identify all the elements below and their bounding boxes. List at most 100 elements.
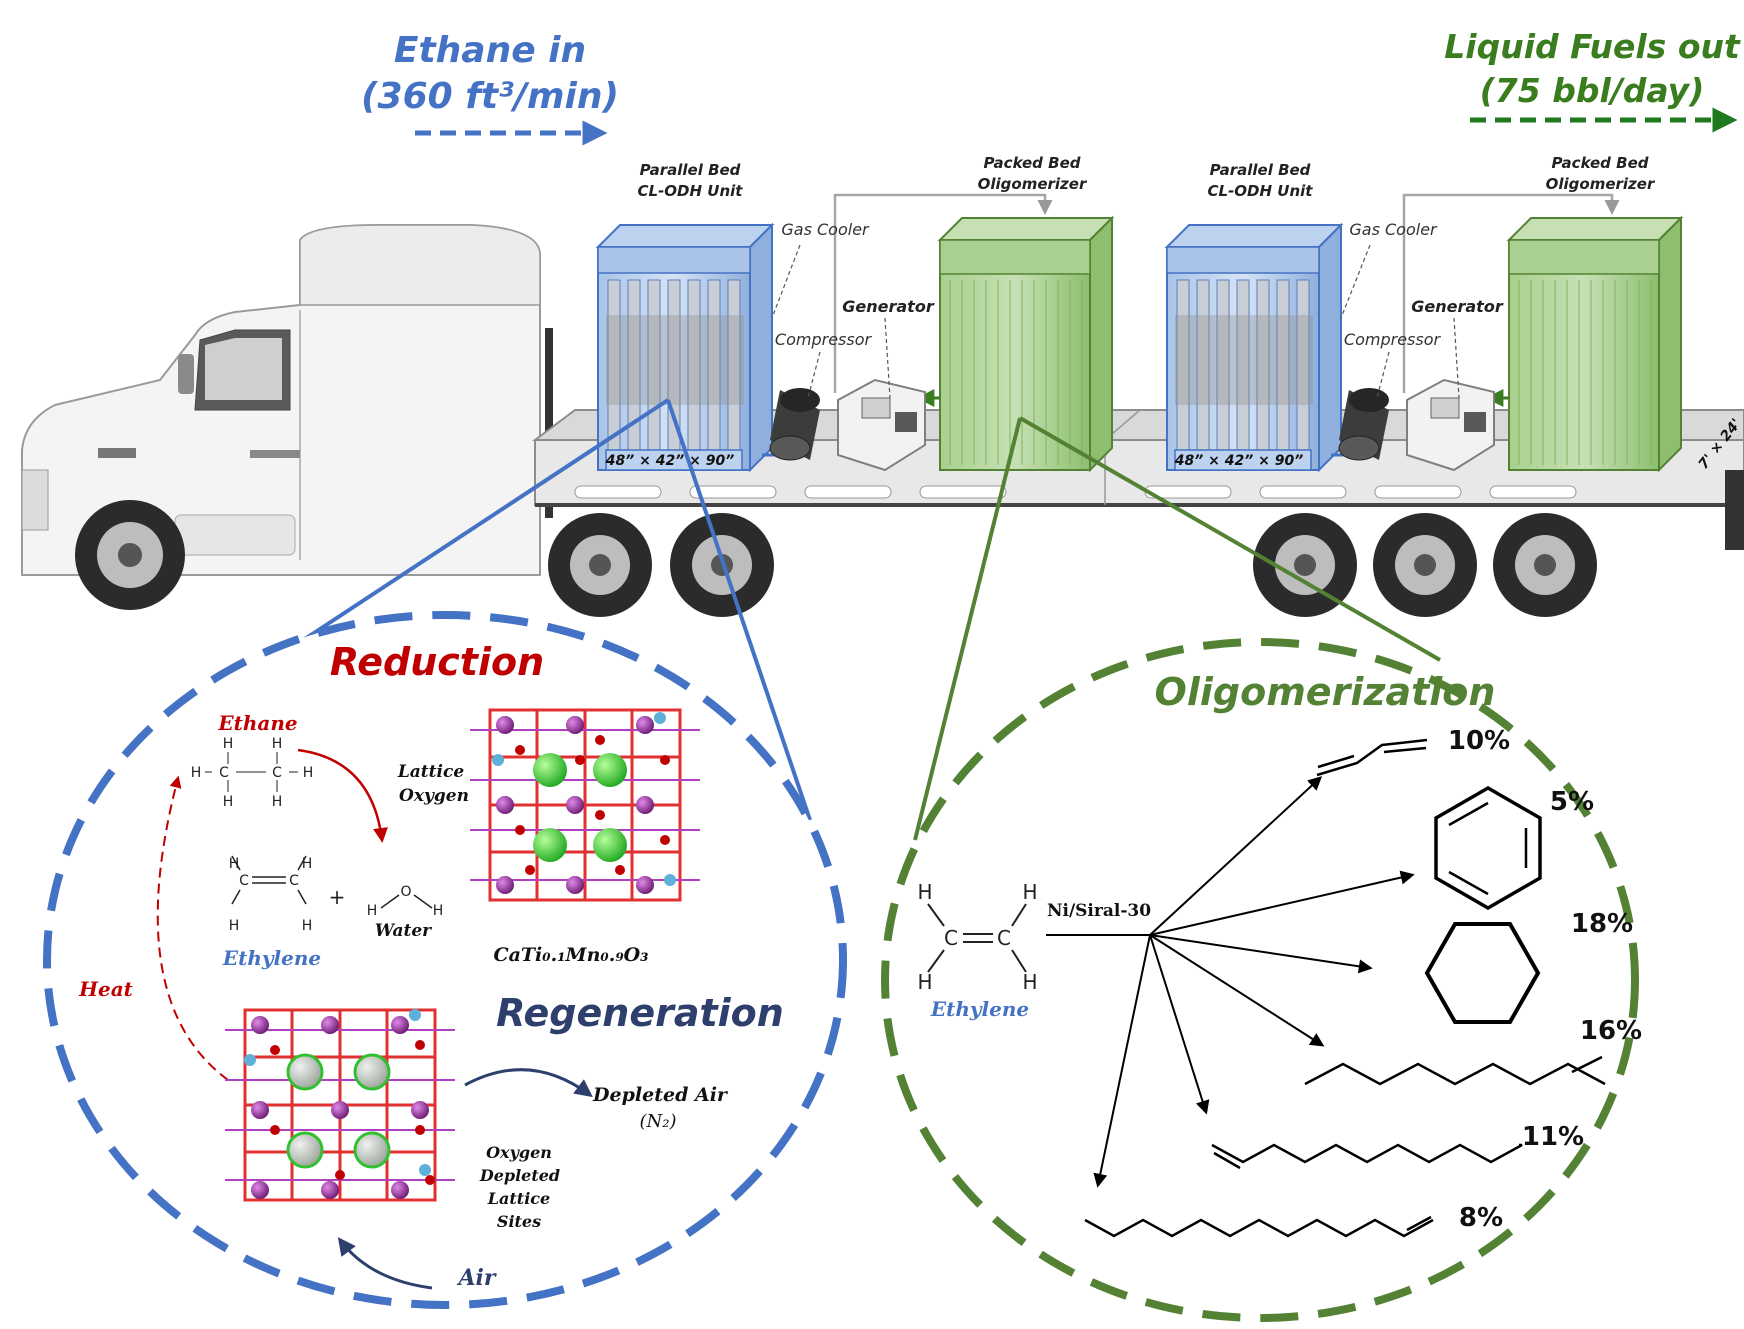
cl-odh-unit-label-1: Parallel Bed CL-ODH Unit (638, 161, 744, 200)
cl-odh-line1-2: Parallel Bed (1210, 161, 1311, 179)
water-atom: H (433, 903, 444, 919)
reactor-dims-label-1: 48” × 42” × 90” (605, 453, 734, 469)
generator-leader-1 (884, 317, 891, 399)
ethylene-atom: H (1022, 880, 1037, 904)
ethane-in-label: Ethane in (360 ft³/min) (361, 30, 619, 146)
oligomerizer-label-1: Packed Bed Oligomerizer (978, 154, 1088, 193)
ethylene-atom: C (239, 873, 249, 889)
oxygen-depleted-line4: Sites (497, 1212, 541, 1231)
fuels-rate-text: (75 bbl/day) (1480, 71, 1705, 110)
oligo-line2-1: Oligomerizer (978, 175, 1088, 193)
compressor-label-1: Compressor (775, 330, 873, 349)
cl-odh-line2-2: CL-ODH Unit (1208, 182, 1314, 200)
ethane-atom: H (191, 765, 202, 781)
ethane-atom: H (303, 765, 314, 781)
depleted-air-n2: (N₂) (639, 1111, 676, 1132)
ethane-atom: H (223, 794, 234, 810)
product-1-dodecene (1211, 1143, 1523, 1170)
water-atom: O (400, 884, 411, 900)
fuels-out-label: Liquid Fuels out (75 bbl/day) (1444, 27, 1741, 133)
ethylene-atom: H (302, 918, 313, 934)
fuels-out-text: Liquid Fuels out (1444, 27, 1741, 66)
water-label: Water (375, 921, 432, 941)
generator-label-2: Generator (1411, 297, 1504, 316)
truck-wheels-drive (548, 513, 774, 617)
generator-leader-2 (1453, 317, 1460, 399)
trailer-wheels (1253, 513, 1597, 617)
regeneration-title: Regeneration (496, 991, 784, 1035)
zoom-lines-green (913, 416, 1441, 841)
depleted-air-label: Depleted Air (592, 1084, 729, 1106)
compressor-2 (1338, 388, 1389, 461)
gas-cooler-label-1: Gas Cooler (781, 220, 870, 239)
depleted-air-arrow (464, 1068, 593, 1098)
oligomerizer-label-2: Packed Bed Oligomerizer (1546, 154, 1656, 193)
lattice-oxygen-line2: Oxygen (399, 786, 469, 806)
cl-odh-reactor-1 (595, 222, 775, 473)
product-benzene (1434, 785, 1542, 911)
product-1-decene (1304, 1055, 1606, 1086)
water-atom: H (367, 903, 378, 919)
ethylene-atom: H (1022, 970, 1037, 994)
ethylene-atom: H (917, 970, 932, 994)
oxygen-depleted-line1: Oxygen (486, 1143, 552, 1162)
generator-label-1: Generator (842, 297, 935, 316)
product-butadiene (1316, 738, 1428, 777)
oligo-line2-2: Oligomerizer (1546, 175, 1656, 193)
ethane-atom: H (223, 736, 234, 752)
gas-cooler-label-2: Gas Cooler (1349, 220, 1438, 239)
product-percent-1: 10% (1448, 726, 1510, 756)
generator-2 (1406, 378, 1495, 472)
compressor-1 (769, 388, 820, 461)
product-cyclohexane (1424, 922, 1541, 1024)
oligo-line1-1: Packed Bed (984, 154, 1081, 172)
oxygen-depleted-line2: Depleted (479, 1166, 560, 1185)
perovskite-lattice-oxidized (470, 708, 700, 902)
truck-tractor (21, 224, 553, 576)
product-percent-4: 16% (1580, 1016, 1642, 1046)
air-arrow (337, 1237, 433, 1290)
ethylene-atom: C (997, 926, 1011, 950)
product-percent-2: 5% (1550, 787, 1594, 817)
ethylene-atom: H (229, 918, 240, 934)
compressor-leader-1 (807, 351, 821, 399)
catalyst-label: Ni/Siral-30 (1047, 901, 1151, 921)
gas-cooler-leader-2 (1340, 244, 1371, 319)
ethane-atom: C (219, 765, 229, 781)
cl-odh-unit-label-2: Parallel Bed CL-ODH Unit (1208, 161, 1314, 200)
perovskite-lattice-depleted (225, 1008, 455, 1202)
compressor-leader-2 (1376, 351, 1390, 399)
ethylene-atom: C (289, 873, 299, 889)
generator-1 (837, 378, 926, 472)
reduction-title: Reduction (330, 640, 544, 684)
product-arrows (1093, 776, 1415, 1188)
oligomerizer-reactor-2 (1506, 215, 1684, 473)
ethane-atom: H (272, 736, 283, 752)
cl-odh-line2-1: CL-ODH Unit (638, 182, 744, 200)
ethylene-label-right: Ethylene (930, 997, 1029, 1021)
oligomerization-title: Oligomerization (1155, 670, 1496, 714)
ethylene-molecule-right: C C H H H H (917, 880, 1037, 994)
ethane-rate-text: (360 ft³/min) (361, 76, 619, 117)
product-percent-5: 11% (1522, 1122, 1584, 1152)
reactor-dims-label-2: 48” × 42” × 90” (1174, 453, 1303, 469)
oligo-line1-2: Packed Bed (1552, 154, 1649, 172)
lattice-oxygen-line1: Lattice (397, 762, 464, 782)
oxygen-depleted-label: Oxygen Depleted Lattice Sites (479, 1143, 560, 1231)
air-label: Air (456, 1265, 496, 1291)
oligomerization-zoom-circle (881, 638, 1639, 1322)
ethane-molecule: H C C H H H H H (191, 736, 314, 810)
ethylene-atom: H (302, 856, 313, 872)
ethane-label: Ethane (217, 711, 297, 735)
ethylene-atom: H (917, 880, 932, 904)
ethylene-atom: H (229, 856, 240, 872)
ethane-atom: C (272, 765, 282, 781)
ethylene-atom: C (944, 926, 958, 950)
ethylene-label-left: Ethylene (222, 946, 321, 970)
catalyst-formula: CaTi₀.₁Mn₀.₉O₃ (493, 944, 648, 966)
gas-cooler-leader-1 (771, 244, 801, 319)
cl-odh-reactor-2 (1164, 222, 1344, 473)
ethylene-molecule-left: C C H H H H (229, 855, 313, 934)
